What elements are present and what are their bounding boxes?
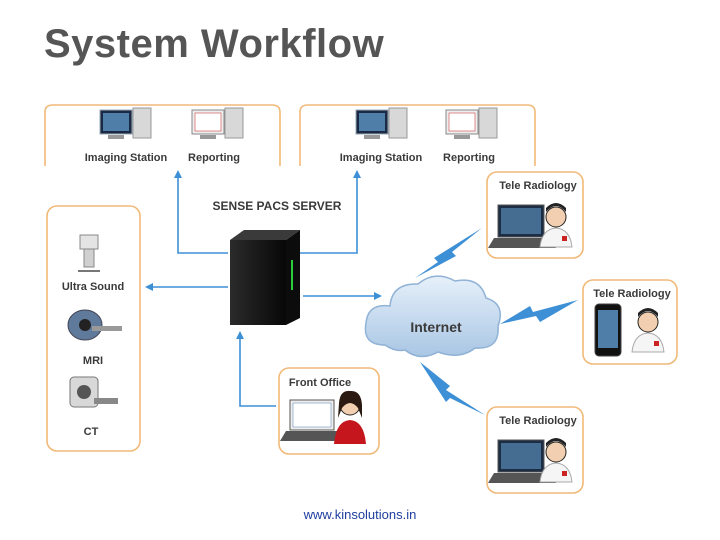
- reporting-label: Reporting: [443, 152, 495, 164]
- doctor-icon: [539, 203, 573, 248]
- lightning-bolt-right: [500, 300, 578, 324]
- tele-radiology-label: Tele Radiology: [499, 180, 577, 192]
- lightning-bolts: [415, 228, 578, 415]
- internet-cloud: [364, 275, 501, 358]
- laptop-icon: [280, 399, 346, 441]
- top-right-group: Imaging Station Reporting: [299, 104, 536, 166]
- imaging-station-icon: [355, 107, 408, 139]
- tele-radiology-right: Tele Radiology: [582, 279, 678, 365]
- doctor-icon: [631, 308, 665, 353]
- tele-radiology-label: Tele Radiology: [593, 288, 671, 300]
- receptionist-icon: [334, 390, 366, 444]
- tele-radiology-label: Tele Radiology: [499, 415, 577, 427]
- mri-label: MRI: [83, 355, 103, 367]
- server-icon: [230, 230, 300, 325]
- internet-label: Internet: [410, 319, 462, 335]
- arrow-server-to-top-left: [174, 170, 228, 254]
- connection-arrows: [145, 170, 382, 407]
- server-label: SENSE PACS SERVER: [213, 199, 342, 213]
- reporting-icon: [445, 107, 498, 139]
- lightning-bolt-bottom: [420, 362, 485, 415]
- reporting-icon: [191, 107, 244, 139]
- doctor-icon: [539, 438, 573, 483]
- ct-label: CT: [84, 426, 99, 438]
- ultrasound-icon: [78, 234, 100, 272]
- imaging-station-label: Imaging Station: [340, 152, 423, 164]
- footer-website: www.kinsolutions.in: [303, 507, 417, 522]
- smartphone-icon: [594, 303, 622, 357]
- arrow-server-to-top-right: [300, 170, 361, 254]
- reporting-label: Reporting: [188, 152, 240, 164]
- ct-icon: [69, 376, 118, 408]
- front-office-group: Front Office: [278, 367, 380, 455]
- page-title: System Workflow: [44, 22, 385, 66]
- imaging-station-label: Imaging Station: [85, 152, 168, 164]
- arrow-front-office-to-server: [236, 331, 276, 407]
- lightning-bolt-top: [415, 228, 482, 278]
- modalities-group: Ultra Sound MRI CT: [46, 205, 141, 452]
- tele-radiology-bottom: Tele Radiology: [486, 406, 584, 494]
- top-left-group: Imaging Station Reporting: [44, 104, 281, 166]
- laptop-icon: [488, 204, 556, 248]
- imaging-station-icon: [99, 107, 152, 139]
- laptop-icon: [488, 439, 556, 483]
- mri-icon: [67, 309, 122, 341]
- front-office-label: Front Office: [289, 377, 351, 389]
- tele-radiology-top: Tele Radiology: [486, 171, 584, 259]
- ultrasound-label: Ultra Sound: [62, 281, 124, 293]
